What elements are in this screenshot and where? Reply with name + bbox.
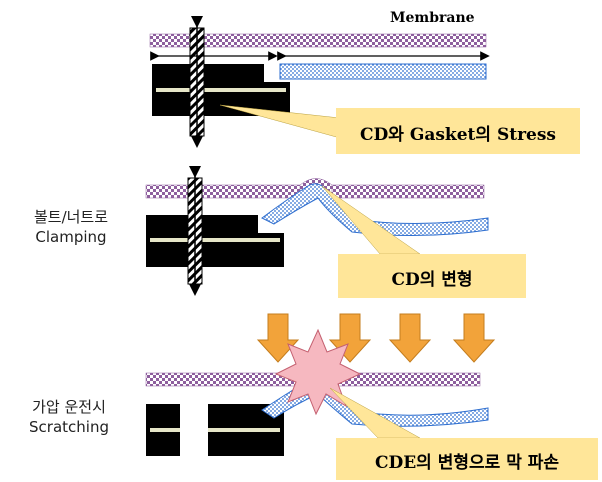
membrane-sheet bbox=[145, 184, 305, 199]
stage-1 bbox=[149, 16, 580, 154]
cd-gap bbox=[180, 404, 208, 456]
stage-3-label-english: Scratching bbox=[29, 418, 109, 436]
callout-box-stress bbox=[336, 108, 580, 154]
stage-2-label-english: Clamping bbox=[35, 228, 107, 246]
gasket-stripe bbox=[156, 88, 286, 92]
callout-stress-text: CD와 Gasket의 Stress bbox=[360, 125, 556, 145]
spacer-dots bbox=[279, 63, 487, 80]
stage-3-label: 가압 운전시 Scratching bbox=[4, 397, 134, 437]
membrane-label: Membrane bbox=[390, 10, 475, 26]
stage-3 bbox=[145, 313, 598, 480]
pressure-arrows bbox=[256, 313, 496, 363]
membrane-sheet-right bbox=[325, 184, 485, 199]
gasket-stripe bbox=[150, 428, 280, 432]
stage-2-label: 볼트/너트로 Clamping bbox=[8, 207, 134, 247]
pressure-arrow bbox=[388, 313, 432, 363]
gasket-stripe bbox=[150, 238, 280, 242]
stage-3-label-korean: 가압 운전시 bbox=[32, 398, 106, 416]
pressure-arrow bbox=[452, 313, 496, 363]
callout-damage-text: CDE의 변형으로 막 파손 bbox=[374, 453, 560, 473]
pressure-arrow bbox=[256, 313, 300, 363]
membrane-sheet bbox=[149, 33, 487, 48]
callout-deform-text: CD의 변형 bbox=[391, 270, 473, 290]
callout-box-deform bbox=[338, 254, 526, 298]
callout-box-damage bbox=[336, 438, 598, 480]
stage-2 bbox=[145, 166, 526, 298]
deformed-spacer bbox=[261, 183, 489, 237]
stage-2-label-korean: 볼트/너트로 bbox=[33, 208, 109, 226]
